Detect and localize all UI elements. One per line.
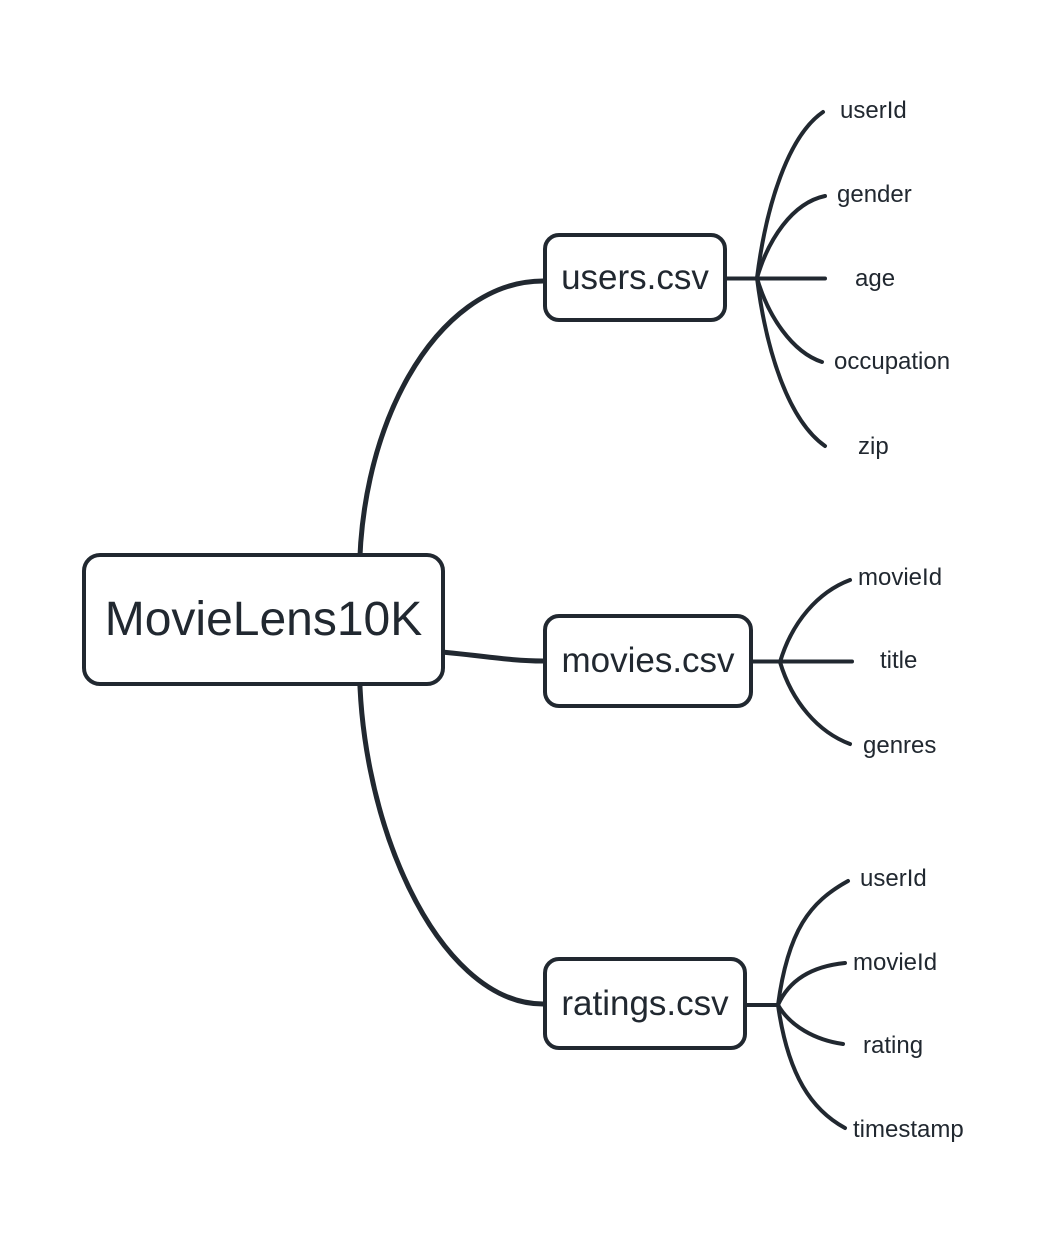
root-node-label: MovieLens10K bbox=[104, 593, 423, 646]
edge-users-gender bbox=[755, 194, 827, 280]
node-ratings-csv-label: ratings.csv bbox=[561, 983, 729, 1023]
edge-ratings-timestamp bbox=[776, 1003, 847, 1130]
node-ratings-csv: ratings.csv bbox=[543, 957, 747, 1050]
node-movies-csv: movies.csv bbox=[543, 614, 753, 708]
leaf-ratings-timestamp: timestamp bbox=[853, 1116, 964, 1143]
leaf-users-gender: gender bbox=[837, 181, 912, 208]
edge-users-zip bbox=[755, 276, 827, 448]
leaf-movies-movieid: movieId bbox=[858, 564, 943, 591]
leaf-users-userid: userId bbox=[840, 97, 907, 124]
leaf-ratings-userid: userId bbox=[860, 865, 927, 892]
leaf-movies-genres: genres bbox=[863, 732, 937, 759]
edge-users-occupation bbox=[755, 276, 824, 364]
leaf-users-occupation: occupation bbox=[834, 348, 951, 375]
leaf-users-zip: zip bbox=[858, 433, 889, 460]
leaf-ratings-movieid: movieId bbox=[853, 949, 938, 976]
edge-users-userid bbox=[755, 110, 825, 280]
node-users-csv: users.csv bbox=[543, 233, 727, 322]
edge-ratings-movieid bbox=[776, 961, 847, 1007]
node-users-csv-label: users.csv bbox=[561, 257, 709, 297]
edge-ratings-userid bbox=[776, 879, 850, 1007]
edge-root-ratings bbox=[356, 637, 546, 1007]
edge-movies-movieid bbox=[778, 578, 852, 664]
edge-root-users bbox=[356, 278, 546, 603]
root-node-movielens10k: MovieLens10K bbox=[82, 553, 445, 686]
leaf-users-age: age bbox=[855, 265, 896, 292]
edge-ratings-rating bbox=[776, 1003, 845, 1046]
edge-movies-genres bbox=[778, 660, 852, 746]
leaf-movies-title: title bbox=[880, 647, 918, 674]
node-movies-csv-label: movies.csv bbox=[561, 641, 735, 680]
edge-root-movies bbox=[427, 648, 546, 664]
leaf-ratings-rating: rating bbox=[863, 1032, 924, 1059]
